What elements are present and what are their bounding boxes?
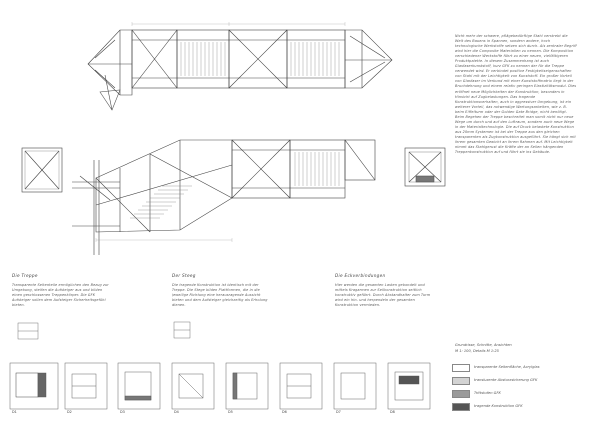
detail-label-d4: D4	[174, 410, 179, 414]
detail-row	[9, 362, 431, 410]
section-heading-steeg: Der Steeg	[172, 273, 196, 278]
section-text-treppe: Transparente Seitenteile ermöglichen den…	[12, 283, 109, 308]
top-elevation	[87, 22, 393, 111]
legend-label-konstruktion: tragende Konstruktion GFK	[474, 404, 523, 408]
detail-label-d5: D5	[228, 410, 233, 414]
caption-line2: M 1: 100, Details M 1:25	[455, 349, 499, 353]
detail-label-d3: D3	[120, 410, 125, 414]
square-section	[404, 147, 446, 187]
section-text-steeg: Die tragende Konstruktion ist identisch …	[172, 283, 268, 308]
caption-line1: Grundrisse, Schnitte, Ansichten	[455, 343, 512, 347]
section-heading-treppe: Die Treppe	[12, 273, 38, 278]
legend-swatch-absturzsicherung	[452, 377, 470, 385]
detail-label-d2: D2	[67, 410, 72, 414]
legend-label-absturzsicherung: transluzente Absturzsicherung GFK	[474, 378, 538, 382]
legend-swatch-acrylglas	[452, 364, 470, 372]
description-text: Nicht mehr der schwere, pflägebedürftige…	[455, 34, 577, 155]
lower-elevation	[21, 139, 376, 255]
detail-label-d1: D1	[12, 410, 17, 414]
legend-label-acrylglas: transparente Seitenfläche, Acrylglas	[474, 365, 540, 369]
mini-details	[17, 321, 191, 340]
legend-label-trittstufen: Trittstufen GFK	[474, 391, 501, 395]
legend-swatch-konstruktion	[452, 403, 470, 411]
section-text-eckverbindungen: Hier werden die gesamten Lasten gebondel…	[335, 283, 431, 308]
section-heading-eckverbindungen: Die Eckverbindungen	[335, 273, 386, 278]
detail-label-d6: D6	[282, 410, 287, 414]
legend-swatch-trittstufen	[452, 390, 470, 398]
detail-label-d7: D7	[336, 410, 341, 414]
detail-label-d8: D8	[390, 410, 395, 414]
